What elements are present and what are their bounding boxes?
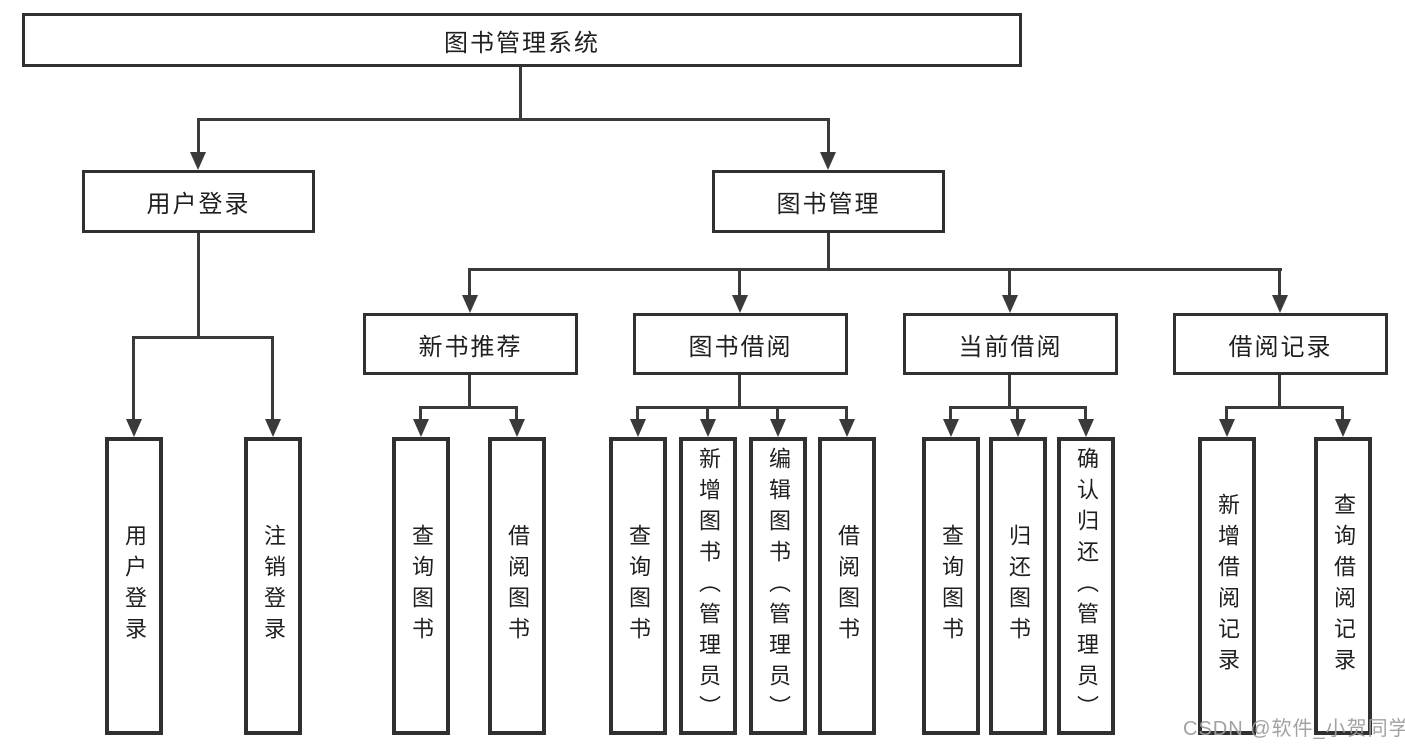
- arrowhead-icon: [1002, 295, 1018, 313]
- connector-leaf-drop: [706, 406, 709, 419]
- node-user-login: 用户登录: [82, 170, 315, 233]
- leaf-label: 注销登录: [261, 524, 286, 648]
- connector-user-login-hline: [132, 336, 274, 339]
- arrowhead-icon: [462, 295, 478, 313]
- arrowhead-icon: [1078, 419, 1094, 437]
- node-label: 图书管理: [776, 191, 881, 218]
- leaf-borrow-book: 借阅图书: [818, 437, 876, 735]
- node-label: 借阅记录: [1228, 333, 1333, 361]
- arrowhead-icon: [700, 419, 716, 437]
- connector-user-login-stub: [197, 233, 200, 336]
- arrowhead-icon: [1272, 295, 1288, 313]
- connector-leaf-drop: [1084, 406, 1087, 419]
- leaf-return-book: 归还图书: [989, 437, 1047, 735]
- connector-level2-hline: [197, 118, 830, 121]
- connector-leaves-hline: [419, 406, 518, 409]
- connector-section-stub: [738, 375, 741, 406]
- connector-leaf-drop: [845, 406, 848, 419]
- leaf-edit-book-admin: 编辑图书（管理员）: [749, 437, 807, 735]
- connector-leaf-drop: [132, 336, 135, 419]
- arrowhead-icon: [126, 419, 142, 437]
- leaf-logout: 注销登录: [244, 437, 302, 735]
- node-new-book-recommend: 新书推荐: [363, 313, 578, 375]
- connector-section-stub: [1278, 375, 1281, 406]
- arrowhead-icon: [413, 419, 429, 437]
- connector-leaf-drop: [949, 406, 952, 419]
- connector-leaf-drop: [1225, 406, 1228, 419]
- arrowhead-icon: [943, 419, 959, 437]
- connector-section-drop: [468, 268, 471, 295]
- node-book-mgmt: 图书管理: [712, 170, 945, 233]
- leaf-label: 确认归还（管理员）: [1074, 446, 1099, 726]
- connector-book-mgmt-drop: [827, 118, 830, 152]
- connector-book-mgmt-stub: [827, 233, 830, 268]
- arrowhead-icon: [1335, 419, 1351, 437]
- node-root-label: 图书管理系统: [444, 29, 600, 57]
- leaf-label: 查询图书: [626, 524, 651, 648]
- connector-leaf-drop: [776, 406, 779, 419]
- connector-leaves-hline: [1225, 406, 1344, 409]
- node-label: 图书借阅: [688, 333, 793, 361]
- leaf-query-book: 查询图书: [392, 437, 450, 735]
- node-borrow-record: 借阅记录: [1173, 313, 1388, 375]
- leaf-label: 归还图书: [1006, 524, 1031, 648]
- connector-leaf-drop: [1341, 406, 1344, 419]
- connector-section-stub: [468, 375, 471, 406]
- leaf-label: 查询图书: [409, 524, 434, 648]
- leaf-query-borrow-record: 查询借阅记录: [1314, 437, 1372, 735]
- leaf-borrow-book: 借阅图书: [488, 437, 546, 735]
- arrowhead-icon: [265, 419, 281, 437]
- node-label: 用户登录: [146, 191, 251, 218]
- node-root: 图书管理系统: [22, 13, 1022, 67]
- arrowhead-icon: [770, 419, 786, 437]
- arrowhead-icon: [820, 152, 836, 170]
- leaf-label: 借阅图书: [835, 524, 860, 648]
- leaf-label: 查询借阅记录: [1331, 493, 1356, 679]
- connector-section-drop: [738, 268, 741, 295]
- arrowhead-icon: [839, 419, 855, 437]
- connector-user-login-drop: [197, 118, 200, 152]
- leaf-query-book: 查询图书: [922, 437, 980, 735]
- connector-leaf-drop: [419, 406, 422, 419]
- csdn-watermark: CSDN @软件_小贺同学: [1183, 718, 1405, 740]
- connector-leaf-drop: [636, 406, 639, 419]
- arrowhead-icon: [1010, 419, 1026, 437]
- leaf-confirm-return-admin: 确认归还（管理员）: [1057, 437, 1115, 735]
- leaf-label: 新增图书（管理员）: [696, 446, 721, 726]
- leaf-label: 查询图书: [939, 524, 964, 648]
- connector-leaf-drop: [1016, 406, 1019, 419]
- leaf-label: 编辑图书（管理员）: [766, 446, 791, 726]
- node-book-borrow: 图书借阅: [633, 313, 848, 375]
- arrowhead-icon: [1219, 419, 1235, 437]
- arrowhead-icon: [732, 295, 748, 313]
- connector-section-stub: [1008, 375, 1011, 406]
- connector-leaf-drop: [515, 406, 518, 419]
- arrowhead-icon: [509, 419, 525, 437]
- node-label: 新书推荐: [418, 333, 523, 361]
- connector-section-drop: [1278, 268, 1281, 295]
- connector-leaves-hline: [636, 406, 848, 409]
- leaf-label: 新增借阅记录: [1215, 493, 1240, 679]
- arrowhead-icon: [190, 152, 206, 170]
- leaf-label: 借阅图书: [505, 524, 530, 648]
- leaf-label: 用户登录: [122, 524, 147, 648]
- connector-root-stub: [519, 67, 522, 118]
- node-label: 当前借阅: [958, 333, 1063, 361]
- leaf-add-book-admin: 新增图书（管理员）: [679, 437, 737, 735]
- connector-level3-hline: [468, 268, 1282, 271]
- arrowhead-icon: [630, 419, 646, 437]
- leaf-add-borrow-record: 新增借阅记录: [1198, 437, 1256, 735]
- node-current-borrow: 当前借阅: [903, 313, 1118, 375]
- connector-section-drop: [1008, 268, 1011, 295]
- connector-leaf-drop: [271, 336, 274, 419]
- leaf-query-book: 查询图书: [609, 437, 667, 735]
- leaf-user-login: 用户登录: [105, 437, 163, 735]
